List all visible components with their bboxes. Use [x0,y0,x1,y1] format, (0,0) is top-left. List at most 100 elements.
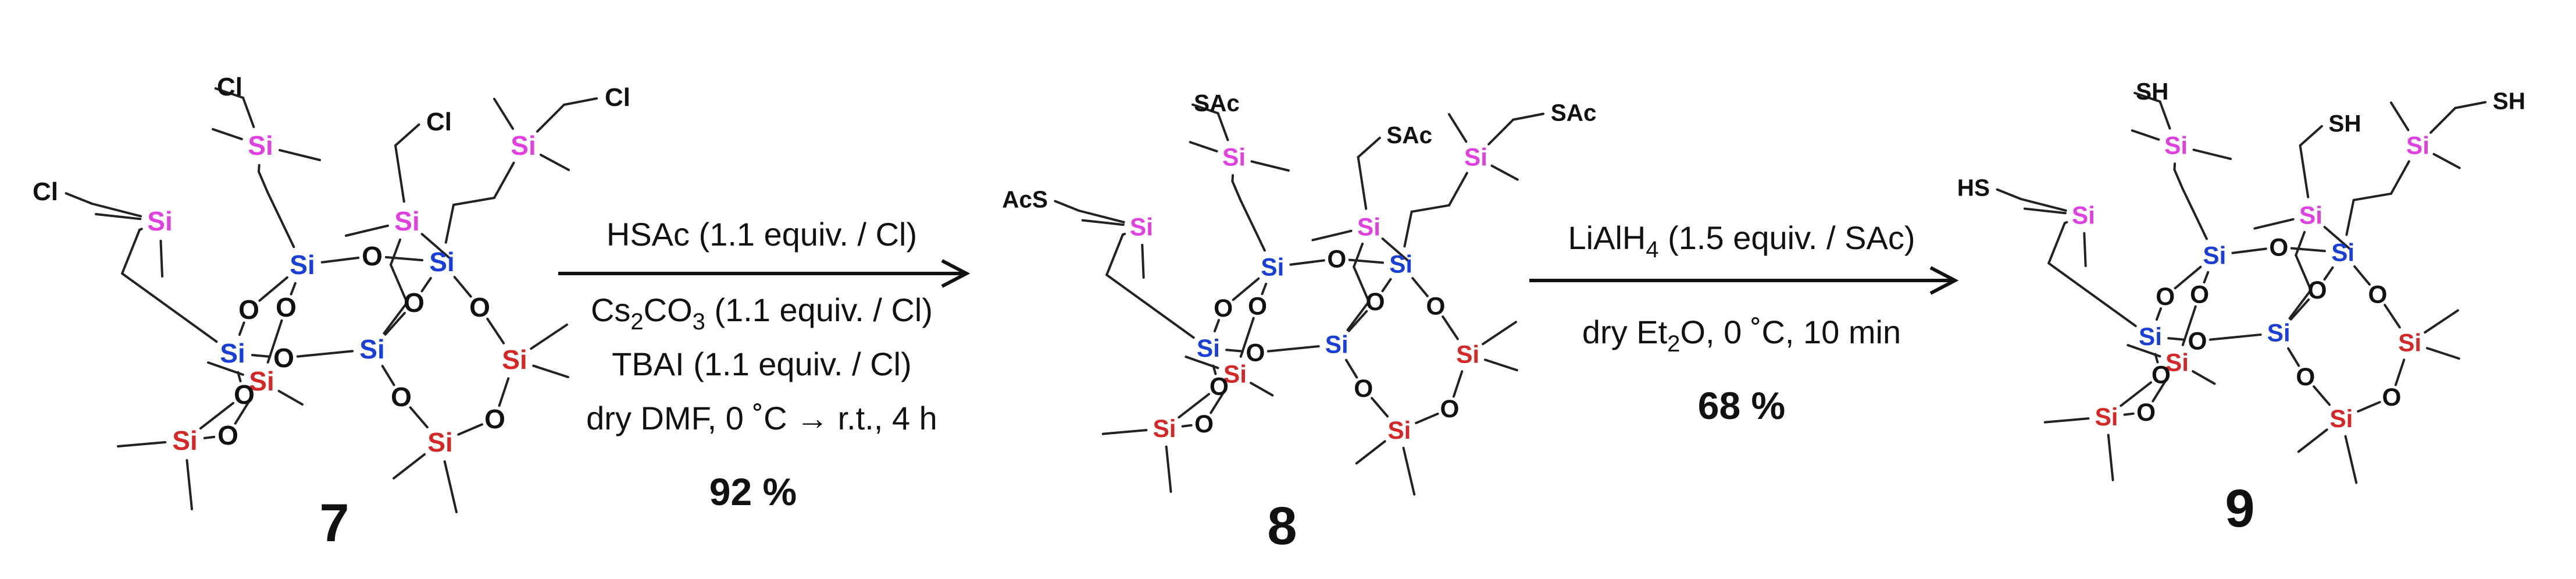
compound-8-label: 8 [1267,496,1297,556]
methyl-bond [1448,113,1468,143]
bond [2167,337,2186,341]
bond [2231,247,2267,254]
oxygen-atom: O [2156,283,2175,310]
silicon-atom: Si [2299,201,2322,229]
silicon-atom: Si [502,344,527,375]
methyl-bond [2323,226,2352,251]
silicon-atom: Si [1130,213,1153,240]
methyl-bond [1483,358,1518,372]
oxygen-atom: O [2368,280,2388,308]
silicon-atom: Si [248,130,273,161]
silicon-atom: Si [1464,144,1487,171]
bond [390,238,402,266]
oxygen-atom: O [391,382,412,412]
bond [394,144,405,203]
bond [2133,91,2161,103]
bond [234,396,253,425]
bond [1231,180,1242,201]
methyl-bond [1081,219,1125,226]
oxygen-atom: O [2296,363,2315,390]
bond [563,97,598,106]
bond [2120,381,2152,407]
bond [2181,187,2208,240]
methyl-bond [1402,446,1416,496]
bond [121,272,218,343]
bond [138,228,143,231]
silicon-atom: Si [172,425,197,456]
terminal-group: SAc [1194,90,1240,116]
silicon-atom: Si [394,206,419,236]
bond [2299,125,2323,147]
bond [1512,112,1545,121]
methyl-bond [279,149,321,161]
oxygen-atom: O [1354,375,1373,402]
terminal-group: SH [2328,110,2361,137]
silicon-atom: Si [1456,340,1479,368]
bond [453,276,472,298]
bond [1181,424,1193,428]
bond [2173,162,2177,171]
methyl-bond [2297,428,2328,453]
bond [203,435,216,439]
methyl-bond [2424,309,2459,334]
oxygen-atom: O [1246,339,1265,367]
oxygen-atom: O [1209,372,1229,400]
bond [2287,347,2300,367]
bond [2174,265,2202,290]
condition-catalyst-tbai: TBAI (1.1 equiv. / Cl) [612,346,912,382]
methyl-bond [2131,129,2160,141]
methyl-bond [1250,382,1274,397]
bond [444,204,455,244]
bond [452,197,495,206]
bond [258,170,269,193]
methyl-bond [530,324,568,350]
bond [381,365,395,386]
methyl-bond [1141,243,1145,279]
bond [1239,198,1266,252]
bond [2208,333,2262,341]
methyl-bond [420,233,452,260]
bond [2357,401,2381,413]
methyl-bond [1184,356,1219,370]
bond [1213,319,1221,333]
bond [2352,192,2392,201]
methyl-bond [277,389,304,406]
methyl-bond [2043,417,2090,424]
methyl-bond [1355,440,1386,465]
methyl-bond [2432,152,2461,169]
terminal-group: Cl [33,177,58,206]
terminal-group: SAc [1386,122,1432,148]
oxygen-atom: O [238,294,259,325]
oxygen-atom: O [362,241,383,271]
terminal-group: SH [2493,87,2525,114]
bond [493,161,515,199]
methyl-bond [2253,218,2295,230]
bond [2288,289,2312,319]
methyl-bond [493,98,514,130]
bond [1415,413,1439,424]
bond [2152,376,2169,403]
bond [2155,307,2163,321]
methyl-bond [2425,347,2460,360]
bond [1452,370,1464,398]
bond [1078,209,1125,223]
methyl-bond [117,441,167,447]
oxygen-atom: O [1426,292,1446,319]
bond [2313,385,2331,406]
bond [1353,242,1364,268]
silicon-atom: Si [249,366,274,396]
bond [1178,393,1210,419]
methyl-bond [2192,148,2232,160]
terminal-group: SAc [1551,99,1597,126]
bond [320,256,360,264]
bond [1357,156,1368,210]
methyl-bond [345,224,389,237]
bond [214,87,244,99]
methyl-bond [443,460,458,513]
bond [498,377,510,407]
compound-9-label: 9 [2225,479,2254,538]
terminal-group: AcS [1002,186,1048,212]
